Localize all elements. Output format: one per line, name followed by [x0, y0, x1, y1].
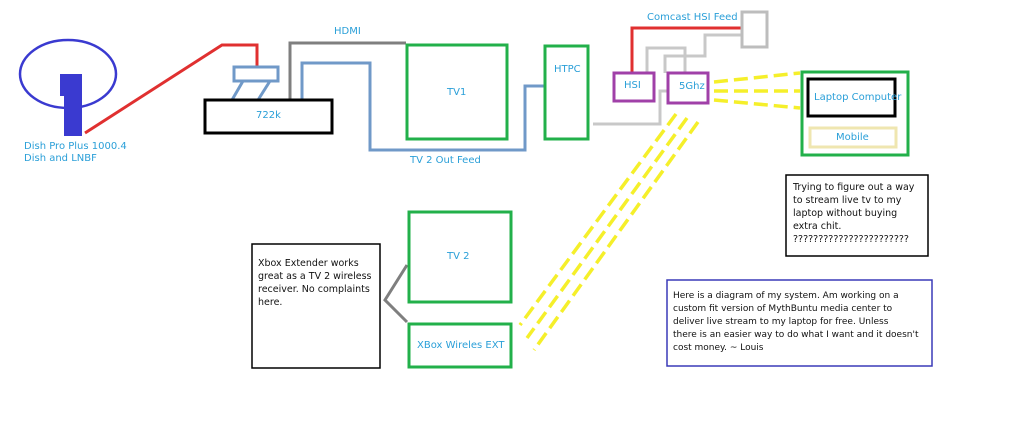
hdmi-cable: [288, 41, 406, 100]
hsi-to-5ghz-wire: [645, 46, 687, 73]
note-top-right: Trying to figure out a way to stream liv…: [793, 181, 914, 246]
note-line: ???????????????????????: [793, 234, 909, 245]
router-5ghz-box: [666, 71, 710, 105]
note-line: cost money. ~ Louis: [673, 343, 764, 353]
receiver-to-htpc-cable: [300, 61, 545, 152]
mobile-box: [808, 126, 898, 149]
note-line: to stream live tv to my: [793, 195, 902, 206]
htpc-to-5ghz-wire: [593, 89, 668, 126]
note-system: Here is a diagram of my system. Am worki…: [673, 290, 918, 355]
comcast-wall-box: [740, 10, 769, 49]
tv2-out-label: TV 2 Out Feed: [410, 155, 481, 166]
receiver-722k-box: [203, 98, 334, 135]
comcast-to-5ghz-wire: [663, 33, 742, 73]
dish-coax-line: [84, 43, 259, 135]
note-line: extra chit.: [793, 221, 842, 232]
wireless-beam-xbox: [518, 112, 700, 352]
laptop-label: Laptop Computer: [814, 92, 902, 103]
note-line: Xbox Extender works: [258, 258, 359, 269]
note-line: laptop without buying: [793, 208, 898, 219]
satellite-dish-icon: [18, 38, 118, 136]
xbox-extender-box: [407, 322, 513, 369]
note-system-border: [666, 279, 933, 367]
laptop-computer-box: [806, 77, 897, 118]
dish-label-line1: Dish Pro Plus 1000.4: [24, 141, 127, 152]
comcast-label: Comcast HSI Feed: [647, 12, 738, 23]
tv1-label: TV1: [447, 87, 467, 98]
router-5ghz-label: 5Ghz: [679, 81, 705, 92]
dish-label-line2: Dish and LNBF: [24, 153, 97, 164]
note-top-right-border: [785, 174, 929, 257]
receiver-label: 722k: [256, 110, 281, 121]
note-line: great as a TV 2 wireless: [258, 271, 372, 282]
note-line: here.: [258, 297, 283, 308]
mobile-label: Mobile: [836, 132, 869, 143]
wireless-beam-laptop: [713, 71, 801, 110]
tv2-label: TV 2: [447, 251, 470, 262]
switch-leg-left: [230, 80, 245, 101]
switch-box: [232, 65, 280, 83]
switch-leg-right: [256, 80, 272, 101]
hdmi-label: HDMI: [334, 26, 361, 37]
tv1-box: [405, 43, 509, 141]
hsi-modem-box: [612, 71, 656, 103]
tv2-box: [407, 210, 513, 304]
comcast-coax-line: [630, 26, 742, 73]
note-to-tv2-wire: [383, 264, 409, 324]
note-line: deliver live stream to my laptop for fre…: [673, 317, 889, 327]
htpc-box: [543, 44, 590, 141]
note-line: Here is a diagram of my system. Am worki…: [673, 291, 899, 301]
laptop-group-box: [800, 70, 910, 157]
hsi-label: HSI: [624, 80, 641, 91]
xbox-extender-label: XBox Wireles EXT: [417, 340, 505, 351]
note-xbox: Xbox Extender works great as a TV 2 wire…: [258, 257, 372, 309]
note-line: Trying to figure out a way: [793, 182, 915, 193]
note-line: custom fit version of MythBuntu media ce…: [673, 304, 893, 314]
htpc-label: HTPC: [554, 64, 581, 75]
note-xbox-border: [251, 243, 381, 369]
note-line: receiver. No complaints: [258, 284, 370, 295]
note-line: there is an easier way to do what I want…: [673, 330, 919, 340]
